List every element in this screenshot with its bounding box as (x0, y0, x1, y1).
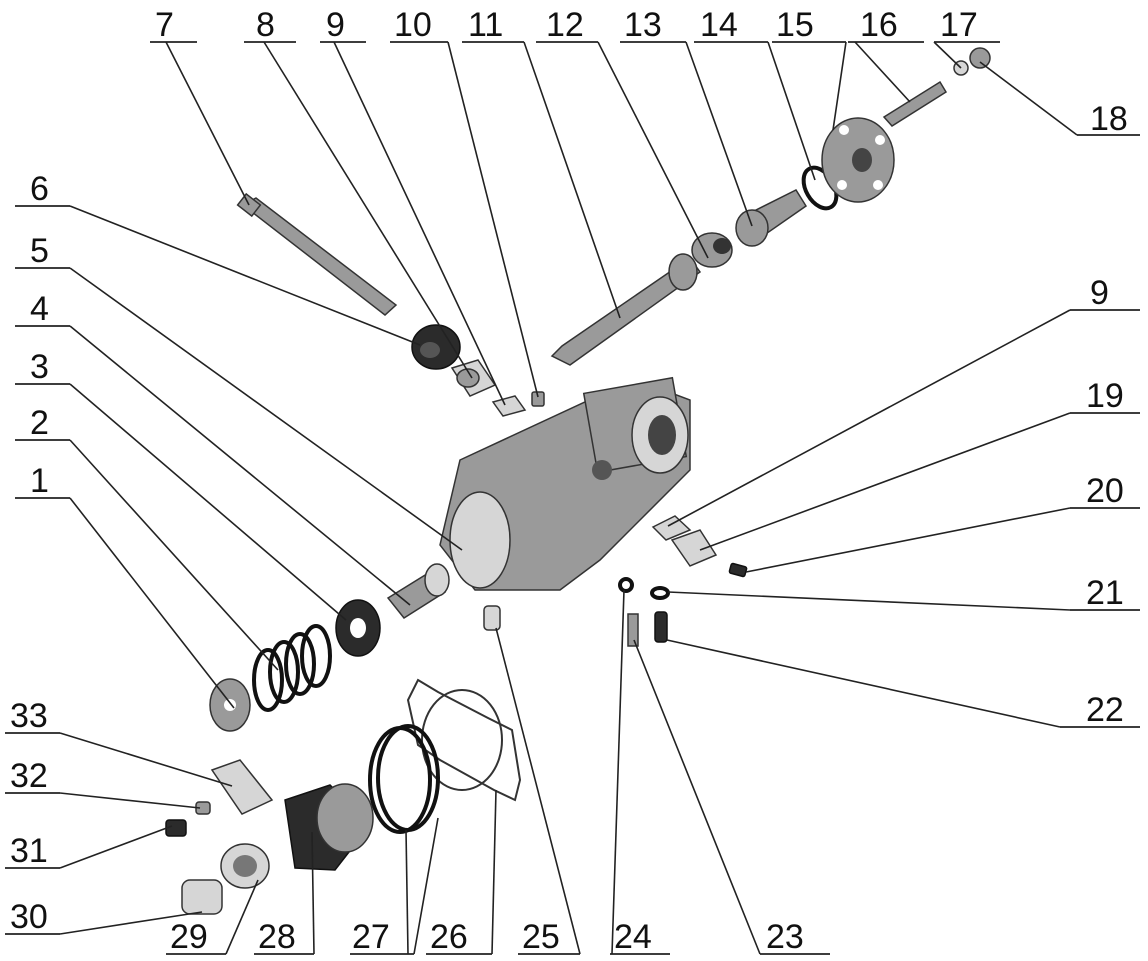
label-31: 31 (10, 832, 48, 870)
label-7: 7 (155, 6, 174, 44)
label-33: 33 (10, 697, 48, 735)
part-16-pin (882, 80, 948, 127)
part-6-dark-cap (411, 324, 461, 370)
label-13: 13 (624, 6, 662, 44)
label-25: 25 (522, 918, 560, 956)
part-21-washer (650, 586, 670, 600)
label-5: 5 (30, 232, 49, 270)
label-22: 22 (1086, 691, 1124, 729)
label-21: 21 (1086, 574, 1124, 612)
label-12: 12 (546, 6, 584, 44)
label-24: 24 (614, 918, 652, 956)
label-11: 11 (468, 6, 503, 44)
part-1-disc (209, 678, 251, 732)
part-10-screw (531, 391, 545, 407)
part-9-gasket-right (651, 515, 692, 541)
label-16: 16 (860, 6, 898, 44)
part-labels: 7 8 9 10 11 12 13 14 15 16 17 18 6 5 4 3… (10, 6, 1128, 956)
part-33-piston (210, 759, 274, 815)
label-20: 20 (1086, 472, 1124, 510)
part-24-ring (618, 577, 634, 593)
label-8: 8 (256, 6, 275, 44)
part-29-collar (220, 843, 270, 889)
part-13-cardan (735, 189, 808, 247)
part-25-plug (483, 605, 501, 631)
part-15-rotor (821, 117, 895, 203)
part-9-gasket-top (491, 395, 527, 417)
label-15: 15 (776, 6, 814, 44)
label-29: 29 (170, 918, 208, 956)
part-8-fitting (450, 359, 497, 397)
part-23-screw (627, 613, 639, 647)
part-30-bushing (181, 879, 223, 915)
label-6: 6 (30, 170, 49, 208)
part-2-spring (252, 624, 332, 712)
part-31-nozzle (165, 819, 187, 837)
label-26: 26 (430, 918, 468, 956)
part-26-gasket-plate (406, 678, 522, 802)
part-main-housing (439, 376, 691, 591)
parts (165, 47, 991, 915)
label-30: 30 (10, 898, 48, 936)
label-14: 14 (700, 6, 738, 44)
part-20-screw (728, 562, 748, 578)
part-27-o-ring-b (376, 724, 440, 832)
label-28: 28 (258, 918, 296, 956)
part-11-spool (550, 253, 702, 366)
label-2: 2 (30, 404, 49, 442)
label-3: 3 (30, 348, 49, 386)
part-18-nut (969, 47, 991, 69)
label-9-top: 9 (326, 6, 345, 44)
part-12-sleeve (691, 232, 733, 268)
label-18: 18 (1090, 100, 1128, 138)
part-3-disc-washer (335, 599, 381, 657)
part-19-fitting (670, 529, 718, 567)
part-22-bolt (654, 611, 668, 643)
label-17: 17 (940, 6, 978, 44)
label-10: 10 (394, 6, 432, 44)
leader-lines (5, 41, 1140, 955)
label-32: 32 (10, 757, 48, 795)
part-7-shaft (236, 192, 398, 316)
label-27: 27 (352, 918, 390, 956)
label-9-right: 9 (1090, 274, 1109, 312)
label-1: 1 (30, 462, 49, 500)
part-28-cylinder (284, 783, 374, 871)
label-4: 4 (30, 290, 49, 328)
part-4-splined-sleeve (386, 563, 450, 619)
label-19: 19 (1086, 377, 1124, 415)
label-23: 23 (766, 918, 804, 956)
